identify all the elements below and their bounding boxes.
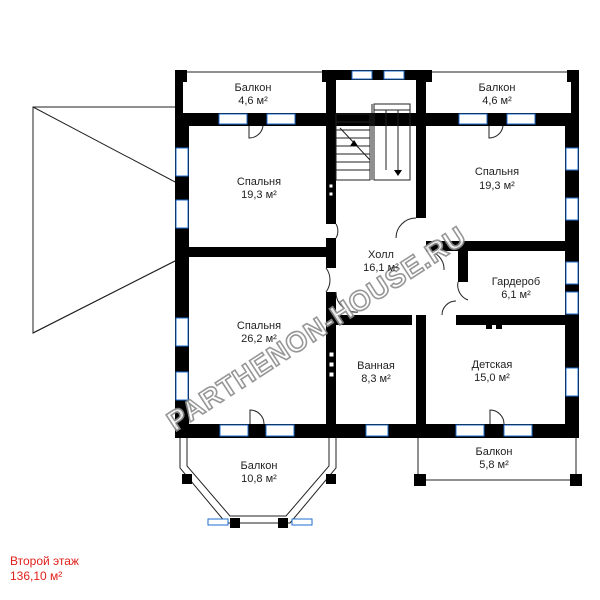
room-area-balcony-top-left: 4,6 м² bbox=[238, 95, 268, 107]
room-name-balcony-top-right: Балкон bbox=[479, 82, 516, 94]
room-area-wardrobe: 6,1 м² bbox=[501, 289, 531, 301]
room-name-bedroom-top-left: Спальня bbox=[237, 176, 281, 188]
room-area-bathroom: 8,3 м² bbox=[361, 373, 391, 385]
room-area-kids-room: 15,0 м² bbox=[474, 372, 510, 384]
staircase bbox=[335, 103, 411, 181]
room-area-balcony-bottom-right: 5,8 м² bbox=[479, 459, 509, 471]
room-name-wardrobe: Гардероб bbox=[492, 276, 540, 288]
room-area-balcony-bay: 10,8 м² bbox=[241, 473, 277, 485]
room-area-hall: 16,1 м² bbox=[363, 262, 399, 274]
room-labels: Балкон 4,6 м² Балкон 4,6 м² Спальня 19,3… bbox=[235, 82, 541, 485]
room-area-balcony-top-right: 4,6 м² bbox=[482, 95, 512, 107]
room-name-bedroom-left: Спальня bbox=[237, 320, 281, 332]
room-name-bedroom-top-right: Спальня bbox=[475, 166, 519, 178]
wall-details bbox=[328, 183, 335, 378]
door-swings bbox=[248, 125, 505, 425]
room-name-kids-room: Детская bbox=[472, 359, 513, 371]
room-name-balcony-top-left: Балкон bbox=[235, 82, 272, 94]
windows bbox=[175, 70, 579, 526]
room-name-bathroom: Ванная bbox=[357, 360, 395, 372]
room-area-bedroom-top-right: 19,3 м² bbox=[479, 180, 515, 192]
roof-outline bbox=[32, 106, 178, 334]
room-name-balcony-bay: Балкон bbox=[241, 460, 278, 472]
room-name-hall: Холл bbox=[368, 249, 394, 261]
floor-total-area: 136,10 м² bbox=[10, 569, 63, 583]
room-area-bedroom-top-left: 19,3 м² bbox=[241, 189, 277, 201]
floor-name: Второй этаж bbox=[10, 554, 79, 568]
room-area-bedroom-left: 26,2 м² bbox=[241, 333, 277, 345]
room-name-balcony-bottom-right: Балкон bbox=[476, 446, 513, 458]
stair-arrows bbox=[350, 140, 402, 176]
